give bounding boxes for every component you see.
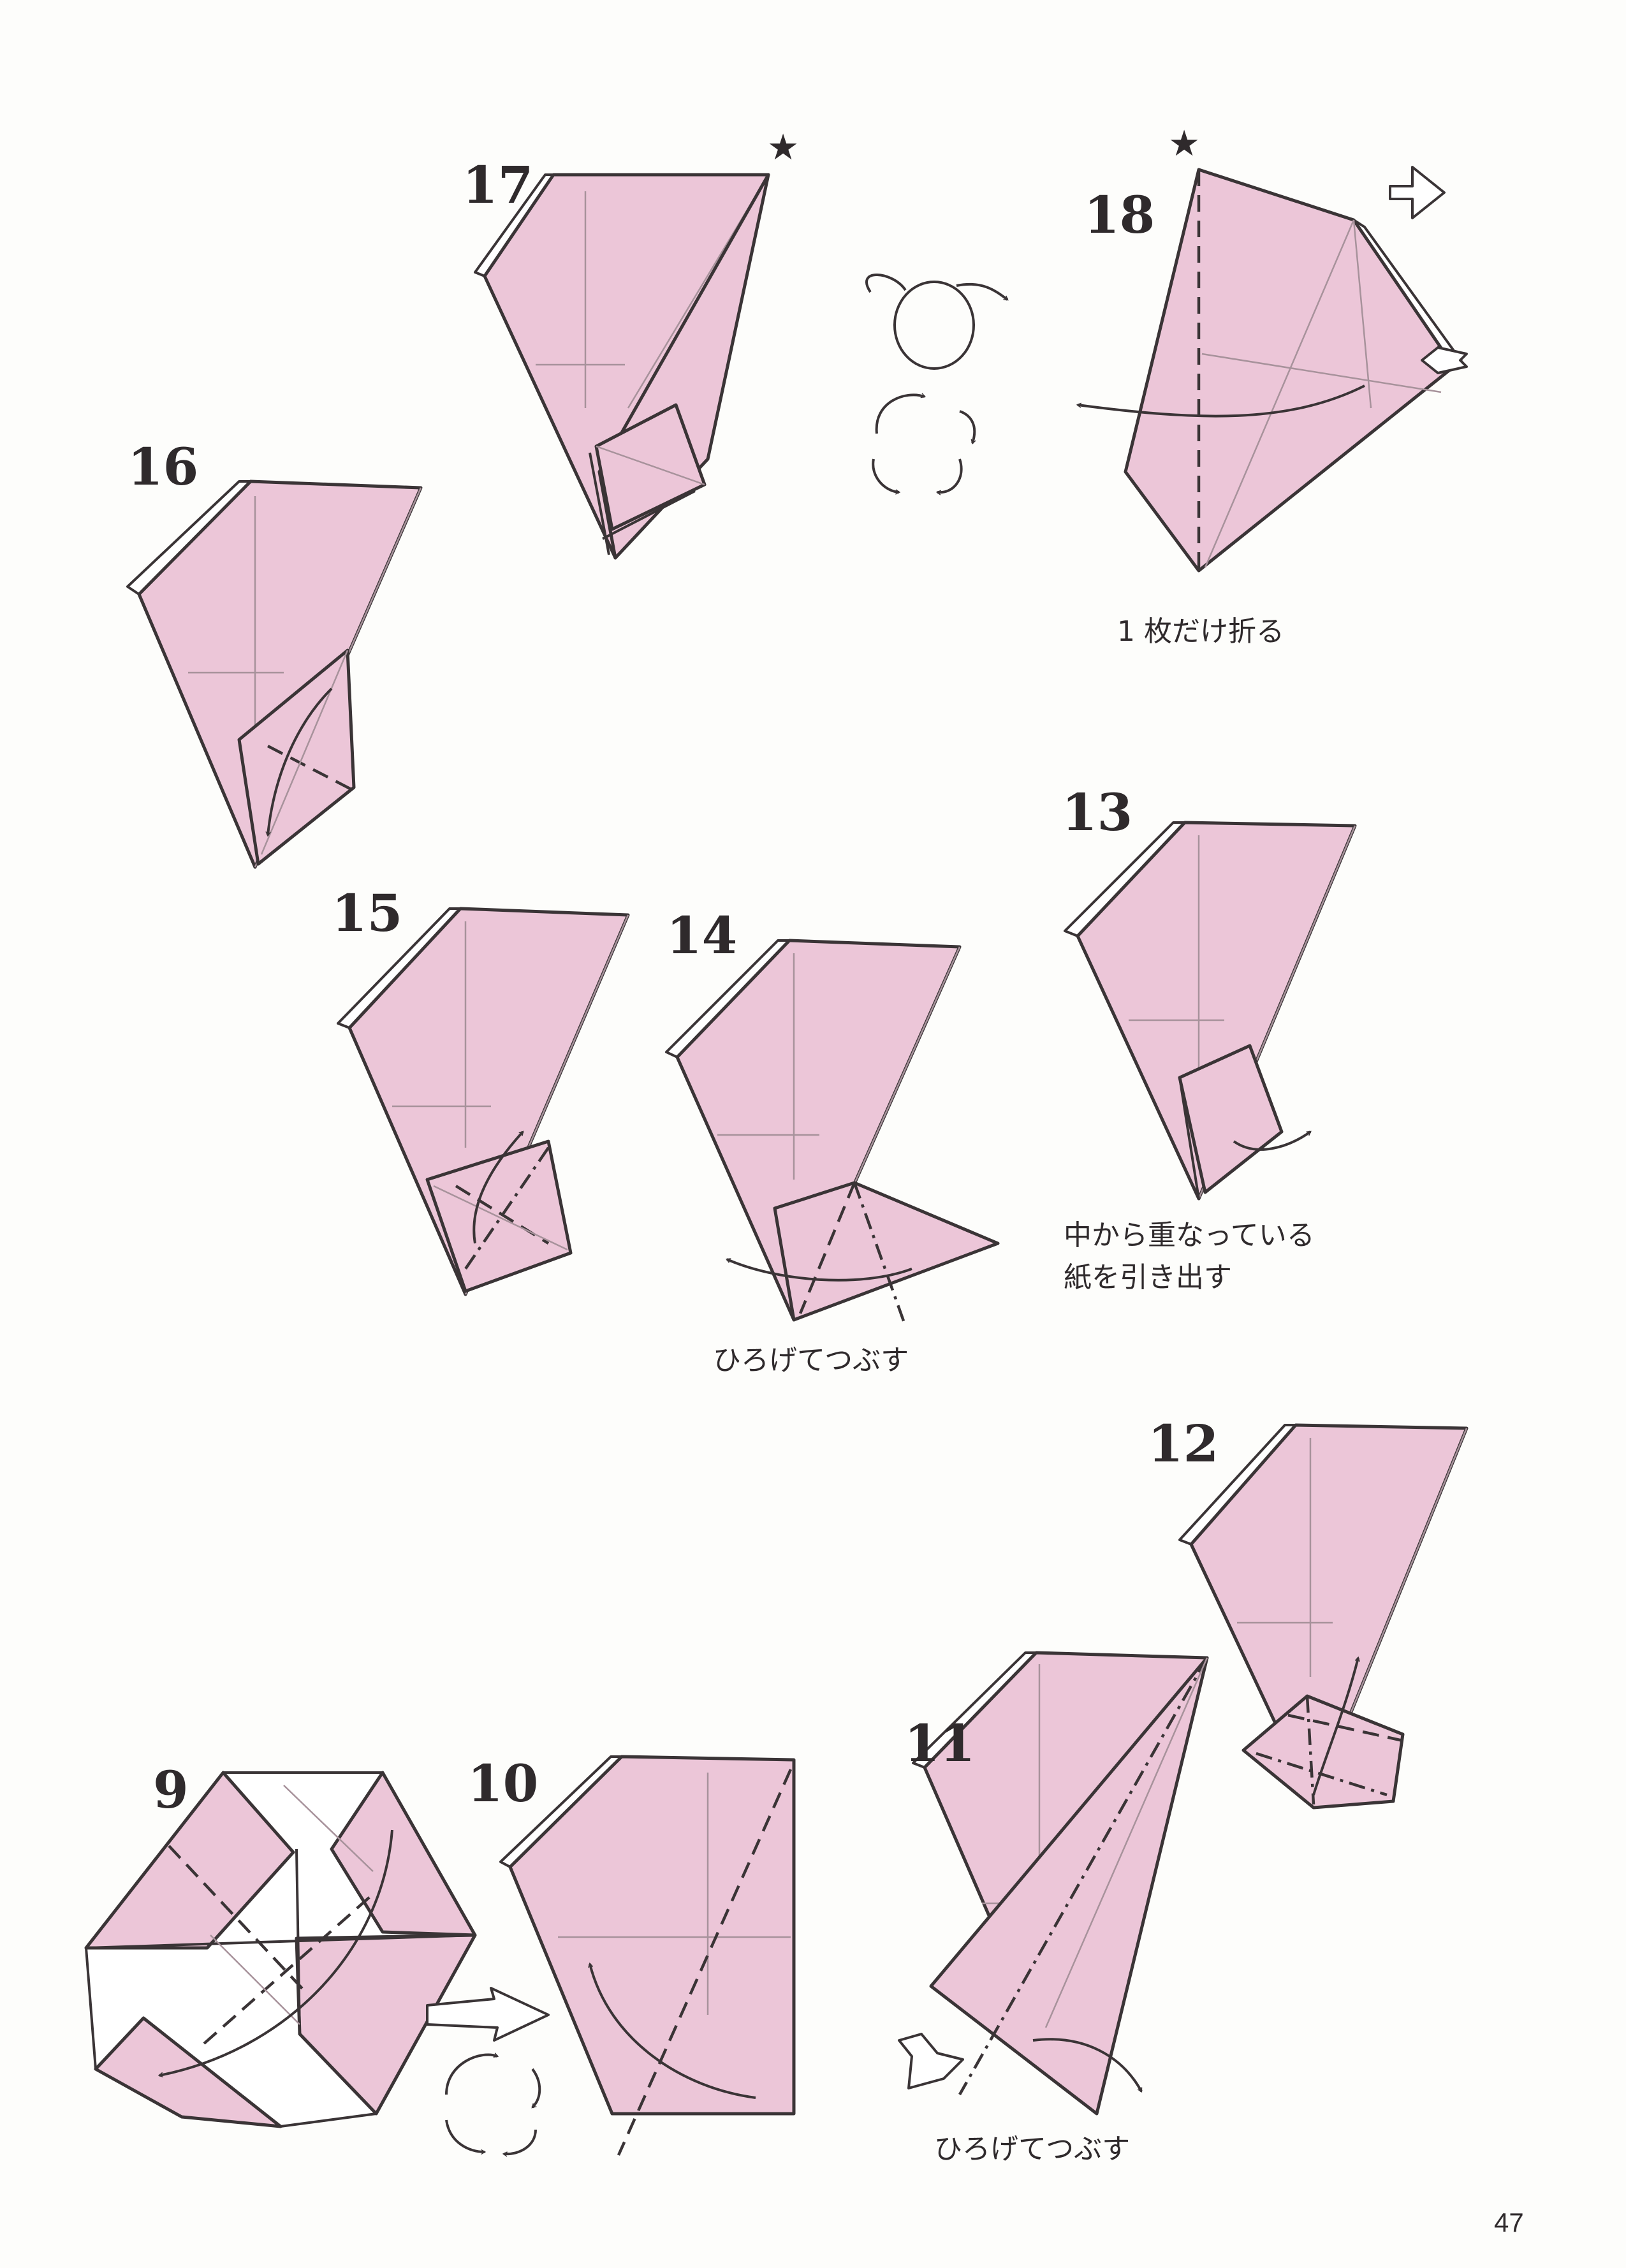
step-number-14: 14	[666, 905, 737, 965]
rotate-icon	[872, 393, 976, 495]
step-number-17: 17	[462, 155, 533, 215]
step-number-15: 15	[332, 883, 402, 943]
step-14-diagram	[665, 939, 1000, 1327]
note-pull-out-line-2: 紙を引き出す	[1064, 1261, 1232, 1294]
step-17-diagram	[474, 173, 770, 560]
step-11-diagram	[898, 1651, 1209, 2116]
step-15-diagram	[337, 907, 630, 1296]
step-number-9: 9	[153, 1760, 189, 1820]
note-open-squash-14: ひろげてつぶす	[713, 1344, 909, 1377]
step-12-diagram	[1178, 1423, 1469, 1810]
note-open-squash-11: ひろげてつぶす	[934, 2133, 1130, 2165]
star-marker-17: ★	[767, 127, 799, 168]
note-fold-one-layer: 1 枚だけ折る	[1117, 615, 1284, 648]
step-number-10: 10	[467, 1753, 538, 1813]
step-number-18: 18	[1084, 185, 1155, 245]
rotate-icon	[445, 2052, 541, 2157]
step-number-16: 16	[128, 437, 198, 497]
page-number: 47	[1494, 2207, 1524, 2237]
step-13-diagram	[1064, 821, 1357, 1201]
step-number-13: 13	[1062, 782, 1132, 842]
step-18-diagram	[1076, 168, 1468, 573]
push-arrow-icon	[898, 2033, 964, 2089]
step-number-11: 11	[904, 1713, 975, 1773]
next-step-arrow-icon	[1389, 166, 1446, 219]
next-step-arrow-icon	[426, 1987, 550, 2042]
note-pull-out-line-1: 中から重なっている	[1064, 1219, 1315, 1252]
star-marker-18: ★	[1168, 123, 1200, 165]
step-16-diagram	[126, 479, 423, 869]
step-9-diagram	[84, 1771, 477, 2128]
turn-over-icon	[865, 274, 1009, 370]
push-arrow-icon	[1421, 346, 1468, 374]
step-10-diagram	[499, 1755, 796, 2156]
step-number-12: 12	[1148, 1414, 1219, 1474]
